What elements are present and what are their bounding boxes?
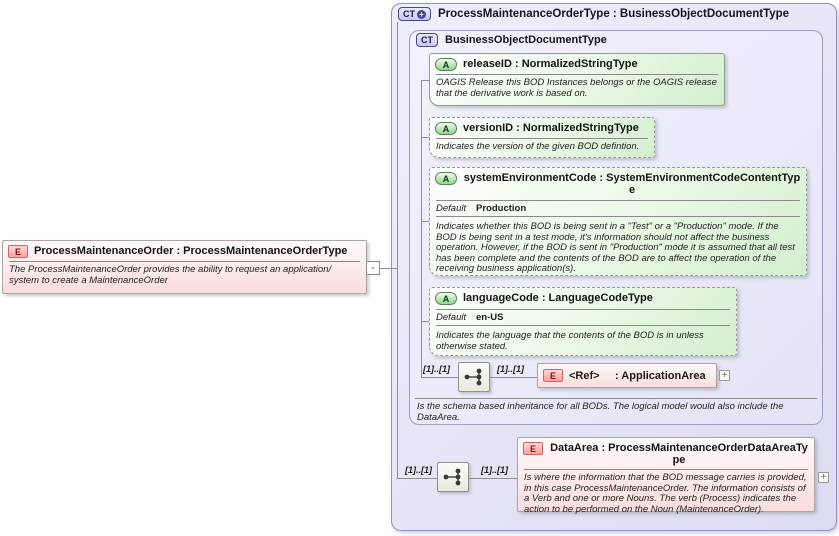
attribute-title-row: A languageCode : LanguageCodeType: [430, 288, 736, 307]
attribute-box-systemenvironmentcode[interactable]: A systemEnvironmentCode : SystemEnvironm…: [429, 167, 807, 276]
basetype-title: BusinessObjectDocumentType: [445, 34, 607, 46]
element-type: : ApplicationArea: [615, 369, 706, 382]
default-label: Default: [436, 312, 467, 323]
attribute-title: versionID : NormalizedStringType: [463, 122, 639, 134]
sequence-icon: [458, 362, 490, 392]
attribute-title: releaseID : NormalizedStringType: [463, 58, 638, 70]
attribute-title-row: A systemEnvironmentCode : SystemEnvironm…: [430, 168, 806, 198]
connector-line: [469, 478, 517, 479]
attribute-annotation: Indicates the language that the contents…: [436, 330, 704, 352]
connector-line: [421, 137, 429, 138]
element-icon: E: [523, 442, 543, 455]
attribute-icon: A: [435, 122, 457, 135]
connector-line: [397, 22, 398, 478]
element-annotation: The ProcessMaintenanceOrder provides the…: [9, 264, 332, 286]
connector-line: [379, 268, 397, 269]
complextype-title: ProcessMaintenanceOrderType : BusinessOb…: [438, 8, 790, 20]
default-row: Default Production: [436, 200, 800, 217]
derived-plus-icon: +: [417, 9, 426, 19]
cardinality-label: [1]..[1]: [405, 465, 432, 475]
attribute-box-releaseid[interactable]: A releaseID : NormalizedStringType OAGIS…: [429, 53, 725, 106]
complextype-icon: CT +: [398, 7, 431, 21]
element-name: <Ref>: [569, 369, 600, 382]
attribute-title: systemEnvironmentCode : SystemEnvironmen…: [463, 172, 801, 196]
attribute-title: languageCode : LanguageCodeType: [463, 292, 653, 304]
divider: [436, 74, 718, 75]
default-value: Production: [476, 203, 527, 214]
complextype-icon-label: CT: [403, 9, 415, 19]
default-label: Default: [436, 203, 467, 214]
element-box-ref-applicationarea[interactable]: E <Ref> : ApplicationArea: [537, 363, 717, 388]
expand-button[interactable]: +: [818, 472, 829, 483]
collapse-button[interactable]: -: [366, 261, 380, 275]
attribute-annotation: Indicates whether this BOD is being sent…: [436, 221, 795, 274]
connector-line: [421, 80, 429, 81]
attribute-icon: A: [435, 292, 457, 305]
sequence-glyph: [443, 468, 461, 486]
element-icon: E: [543, 369, 563, 382]
basetype-annotation: Is the schema based inheritance for all …: [417, 401, 784, 423]
attribute-icon: A: [435, 58, 457, 71]
element-title-row: E ProcessMaintenanceOrder : ProcessMaint…: [3, 241, 366, 260]
divider: [9, 261, 360, 262]
divider: [415, 398, 817, 399]
connector-line: [490, 377, 537, 378]
attribute-annotation: OAGIS Release this BOD Instances belongs…: [436, 77, 717, 99]
default-value: en-US: [476, 312, 504, 323]
element-box-dataarea[interactable]: E DataArea : ProcessMaintenanceOrderData…: [517, 437, 815, 514]
cardinality-label: [1]..[1]: [497, 364, 524, 374]
sequence-icon: [437, 462, 469, 492]
complextype-icon: CT: [416, 33, 438, 47]
cardinality-label: [1]..[1]: [423, 364, 450, 374]
attribute-title-row: A releaseID : NormalizedStringType: [430, 54, 724, 73]
element-icon: E: [8, 245, 28, 258]
complextype-header[interactable]: CT + ProcessMaintenanceOrderType : Busin…: [398, 7, 789, 21]
default-row: Default en-US: [436, 309, 730, 326]
element-annotation: Is where the information that the BOD me…: [524, 472, 807, 515]
divider: [524, 469, 808, 470]
expand-button[interactable]: +: [719, 370, 730, 381]
attribute-box-versionid[interactable]: A versionID : NormalizedStringType Indic…: [429, 117, 655, 158]
attribute-title-row: A versionID : NormalizedStringType: [430, 118, 654, 137]
attribute-box-languagecode[interactable]: A languageCode : LanguageCodeType Defaul…: [429, 287, 737, 356]
complextype-icon-label: CT: [421, 35, 433, 45]
connector-line: [421, 221, 429, 222]
element-title: DataArea : ProcessMaintenanceOrderDataAr…: [550, 442, 808, 466]
attribute-annotation: Indicates the version of the given BOD d…: [436, 141, 640, 152]
element-title-row: E DataArea : ProcessMaintenanceOrderData…: [518, 438, 814, 468]
cardinality-label: [1]..[1]: [481, 465, 508, 475]
connector-line: [397, 478, 437, 479]
divider: [436, 138, 648, 139]
connector-line: [421, 80, 422, 377]
connector-line: [421, 377, 458, 378]
element-box-processmaintenanceorder[interactable]: E ProcessMaintenanceOrder : ProcessMaint…: [2, 240, 367, 294]
connector-line: [421, 321, 429, 322]
basetype-header[interactable]: CT BusinessObjectDocumentType: [416, 33, 607, 47]
attribute-icon: A: [435, 172, 457, 185]
element-title: ProcessMaintenanceOrder : ProcessMainten…: [34, 245, 348, 257]
sequence-glyph: [464, 368, 482, 386]
